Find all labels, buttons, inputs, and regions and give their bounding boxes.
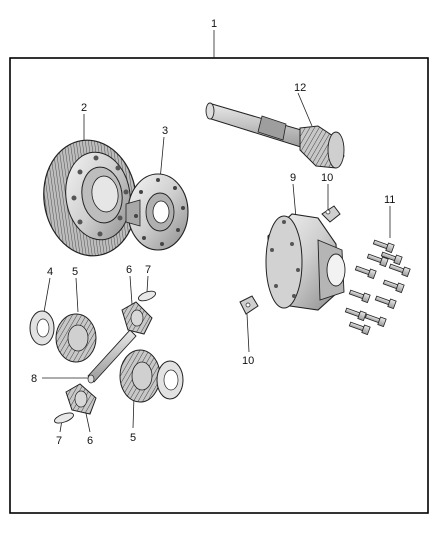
differential-case [265,213,346,311]
diagram-frame [9,57,429,514]
callout-5-lower: 5 [130,432,136,444]
side-gear-upper [55,313,97,363]
ring-gear [43,139,137,257]
cross-shaft [87,329,137,384]
callout-3: 3 [162,125,168,137]
pinion-gear-lower [65,383,97,415]
lock-clip-lower [239,295,259,315]
lock-clip-upper [321,205,341,223]
thrust-washer-left [29,310,55,346]
pinion-gear-upper [121,301,153,335]
leader-lines [42,30,391,433]
callout-12: 12 [294,82,306,94]
callout-7-lower: 7 [56,435,62,447]
pinion-thrust-washer-upper [137,290,157,302]
carrier-flange [125,173,189,251]
callout-labels: 1 2 3 4 5 5 6 6 7 7 8 9 10 10 11 12 [31,18,395,447]
side-gear-lower [119,349,161,403]
callout-4: 4 [47,266,53,278]
callout-8: 8 [31,373,37,385]
thrust-washer-right [156,360,184,400]
callout-6-upper: 6 [126,264,132,276]
callout-5-upper: 5 [72,266,78,278]
callout-10-upper: 10 [321,172,333,184]
callout-1: 1 [211,18,217,30]
callout-10-lower: 10 [242,355,254,367]
ring-gear-bolts [344,239,411,336]
callout-2: 2 [81,102,87,114]
callout-7-upper: 7 [145,264,151,276]
callout-6-lower: 6 [87,435,93,447]
callout-9: 9 [290,172,296,184]
pinion-shaft [205,102,345,169]
pinion-thrust-washer-lower [54,412,74,424]
callout-11: 11 [384,194,395,206]
